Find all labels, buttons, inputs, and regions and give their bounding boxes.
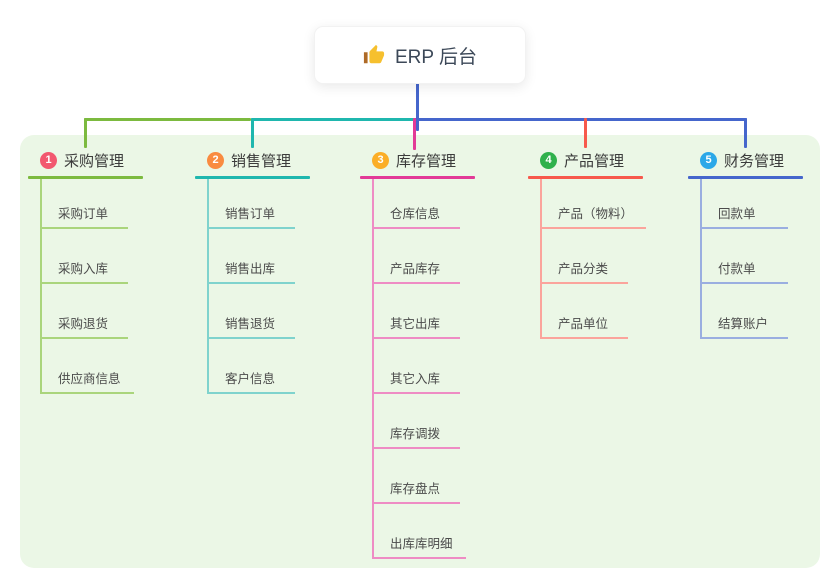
child-label: 采购订单 [58, 207, 109, 222]
branch-number-badge: 3 [372, 151, 389, 169]
branch-3: 3 库存管理仓库信息产品库存其它出库其它入库库存调拨库存盘点出库库明细 [360, 135, 475, 559]
child-node[interactable]: 采购退货 [42, 284, 128, 339]
thumbs-up-icon [363, 44, 385, 66]
child-node[interactable]: 其它入库 [374, 339, 460, 394]
branch-children: 回款单付款单结算账户 [700, 179, 803, 339]
child-node[interactable]: 付款单 [702, 229, 788, 284]
child-label: 供应商信息 [58, 372, 121, 387]
branch-label: 库存管理 [396, 152, 457, 170]
child-label: 销售出库 [225, 262, 276, 277]
child-node[interactable]: 产品分类 [542, 229, 628, 284]
branch-2: 2 销售管理销售订单销售出库销售退货客户信息 [195, 135, 310, 394]
branch-underline [360, 176, 475, 179]
child-node[interactable]: 出库库明细 [374, 504, 466, 559]
child-label: 产品库存 [390, 262, 441, 277]
child-label: 其它出库 [390, 317, 441, 332]
root-label: ERP 后台 [394, 46, 477, 68]
connector-drop-branch-3 [413, 118, 416, 150]
child-label: 产品（物料） [558, 207, 634, 222]
branch-label: 销售管理 [231, 152, 292, 170]
connector-drop-branch-1 [84, 118, 87, 148]
child-label: 库存调拨 [390, 427, 441, 442]
child-node[interactable]: 库存盘点 [374, 449, 460, 504]
child-node[interactable]: 销售出库 [209, 229, 295, 284]
branch-children: 采购订单采购入库采购退货供应商信息 [40, 179, 143, 394]
branch-label: 采购管理 [64, 152, 125, 170]
child-label: 销售订单 [225, 207, 276, 222]
branch-number-badge: 4 [540, 151, 557, 169]
branch-underline [195, 176, 310, 179]
child-label: 结算账户 [718, 317, 769, 332]
connector-h-branch-1 [84, 118, 251, 121]
child-label: 仓库信息 [390, 207, 441, 222]
child-label: 回款单 [718, 207, 756, 222]
branch-5: 5 财务管理回款单付款单结算账户 [688, 135, 803, 339]
branch-number-badge: 2 [207, 151, 224, 169]
branch-number-badge: 1 [40, 151, 57, 169]
child-label: 产品单位 [558, 317, 609, 332]
branch-underline [688, 176, 803, 179]
branches-panel [20, 135, 820, 568]
child-label: 采购退货 [58, 317, 109, 332]
child-node[interactable]: 回款单 [702, 179, 788, 229]
child-node[interactable]: 其它出库 [374, 284, 460, 339]
branch-2-node[interactable]: 2 销售管理 [195, 149, 310, 171]
child-node[interactable]: 销售退货 [209, 284, 295, 339]
branch-4-node[interactable]: 4 产品管理 [528, 149, 646, 171]
branch-number-badge: 5 [700, 151, 717, 169]
child-node[interactable]: 采购订单 [42, 179, 128, 229]
connector-drop-branch-5 [744, 118, 747, 148]
child-label: 销售退货 [225, 317, 276, 332]
branch-underline [28, 176, 143, 179]
child-node[interactable]: 结算账户 [702, 284, 788, 339]
child-label: 其它入库 [390, 372, 441, 387]
child-label: 客户信息 [225, 372, 276, 387]
branch-children: 产品（物料） 产品分类产品单位 [540, 179, 647, 339]
child-label: 产品分类 [558, 262, 609, 277]
child-node[interactable]: 供应商信息 [42, 339, 134, 394]
child-node[interactable]: 销售订单 [209, 179, 295, 229]
connector-h-branch-2 [251, 118, 416, 121]
child-label: 付款单 [718, 262, 756, 277]
branch-children: 仓库信息产品库存其它出库其它入库库存调拨库存盘点出库库明细 [372, 179, 475, 559]
branch-label: 产品管理 [564, 152, 625, 170]
connector-drop-branch-2 [251, 118, 254, 148]
branch-4: 4 产品管理产品（物料） 产品分类产品单位 [528, 135, 647, 339]
child-node[interactable]: 仓库信息 [374, 179, 460, 229]
branch-children: 销售订单销售出库销售退货客户信息 [207, 179, 310, 394]
branch-underline [528, 176, 643, 179]
child-node[interactable]: 采购入库 [42, 229, 128, 284]
child-label: 库存盘点 [390, 482, 441, 497]
child-node[interactable]: 库存调拨 [374, 394, 460, 449]
connector-h-branch-5 [414, 118, 747, 121]
child-node[interactable]: 产品单位 [542, 284, 628, 339]
child-node[interactable]: 产品库存 [374, 229, 460, 284]
branch-1: 1 采购管理采购订单采购入库采购退货供应商信息 [28, 135, 143, 394]
branch-label: 财务管理 [724, 152, 785, 170]
root-node[interactable]: ERP 后台 [314, 26, 526, 84]
branch-1-node[interactable]: 1 采购管理 [28, 149, 143, 171]
child-node[interactable]: 客户信息 [209, 339, 295, 394]
child-node[interactable]: 产品（物料） [542, 179, 647, 229]
child-label: 采购入库 [58, 262, 109, 277]
child-label: 出库库明细 [390, 537, 453, 552]
root-connector [416, 82, 419, 131]
connector-drop-branch-4 [584, 118, 587, 148]
branch-5-node[interactable]: 5 财务管理 [688, 149, 803, 171]
branch-3-node[interactable]: 3 库存管理 [360, 149, 475, 171]
